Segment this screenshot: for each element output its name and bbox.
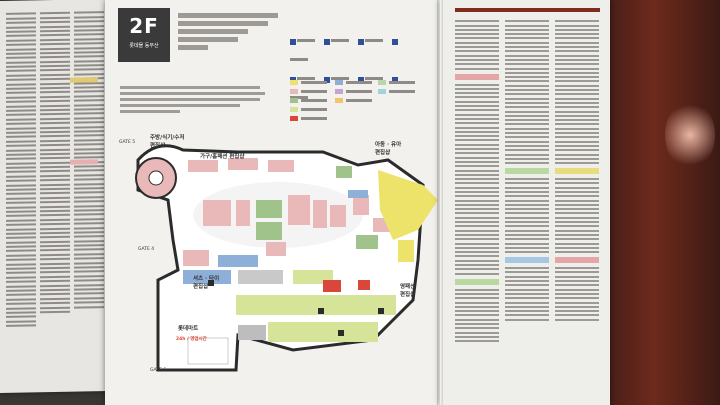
light-glare: [665, 100, 715, 170]
directory-col-3: [555, 18, 599, 323]
facility-icon: [358, 77, 365, 83]
category-color-legend: [290, 80, 420, 125]
directory-col-2: [505, 18, 549, 323]
zone-label-kids: 아동 · 유아 편집샵: [375, 142, 402, 156]
intro-text: [120, 83, 270, 116]
facility-icon: [358, 39, 365, 45]
zone-label-kitchen: 주방/식기/수저 편집샵: [150, 135, 185, 149]
facility-icon: [392, 77, 399, 83]
store-name: 롯데몰 동부산: [129, 43, 159, 49]
directory-title: [455, 8, 600, 12]
background-right: [610, 0, 720, 405]
directory-col-1: [455, 18, 499, 344]
facility-icon-legend: [290, 30, 410, 99]
left-list-col-2: [40, 10, 70, 316]
gate-4: GATE 4: [138, 247, 155, 252]
left-category-tag: [70, 159, 98, 165]
floor-map: [135, 144, 438, 372]
floor-badge: 2F 롯데몰 동부산: [118, 8, 170, 62]
left-sheet: [0, 0, 108, 393]
zone-label-furniture: 가구/홈패션 편집샵: [200, 154, 245, 160]
left-list-col-1: [6, 10, 36, 329]
gate-5: GATE 5: [119, 140, 136, 145]
facility-icon: [392, 39, 399, 45]
floor-summary: [178, 10, 293, 62]
zone-label-shirts: 셔츠 · 타이 편집샵: [193, 276, 220, 290]
facility-icon: [324, 77, 331, 83]
zone-label-mart-hours: 24h / 영업시간: [176, 337, 207, 342]
zone-label-lottemart: 롯데마트: [178, 326, 199, 332]
facility-icon: [324, 39, 331, 45]
paper-fold: [437, 0, 443, 405]
gate-6: GATE 6: [150, 368, 167, 373]
floor-label: 2F: [129, 14, 159, 38]
facility-icon: [290, 39, 296, 45]
zone-label-premium: 영패션 편집샵: [400, 284, 416, 298]
left-category-tag: [70, 77, 98, 83]
